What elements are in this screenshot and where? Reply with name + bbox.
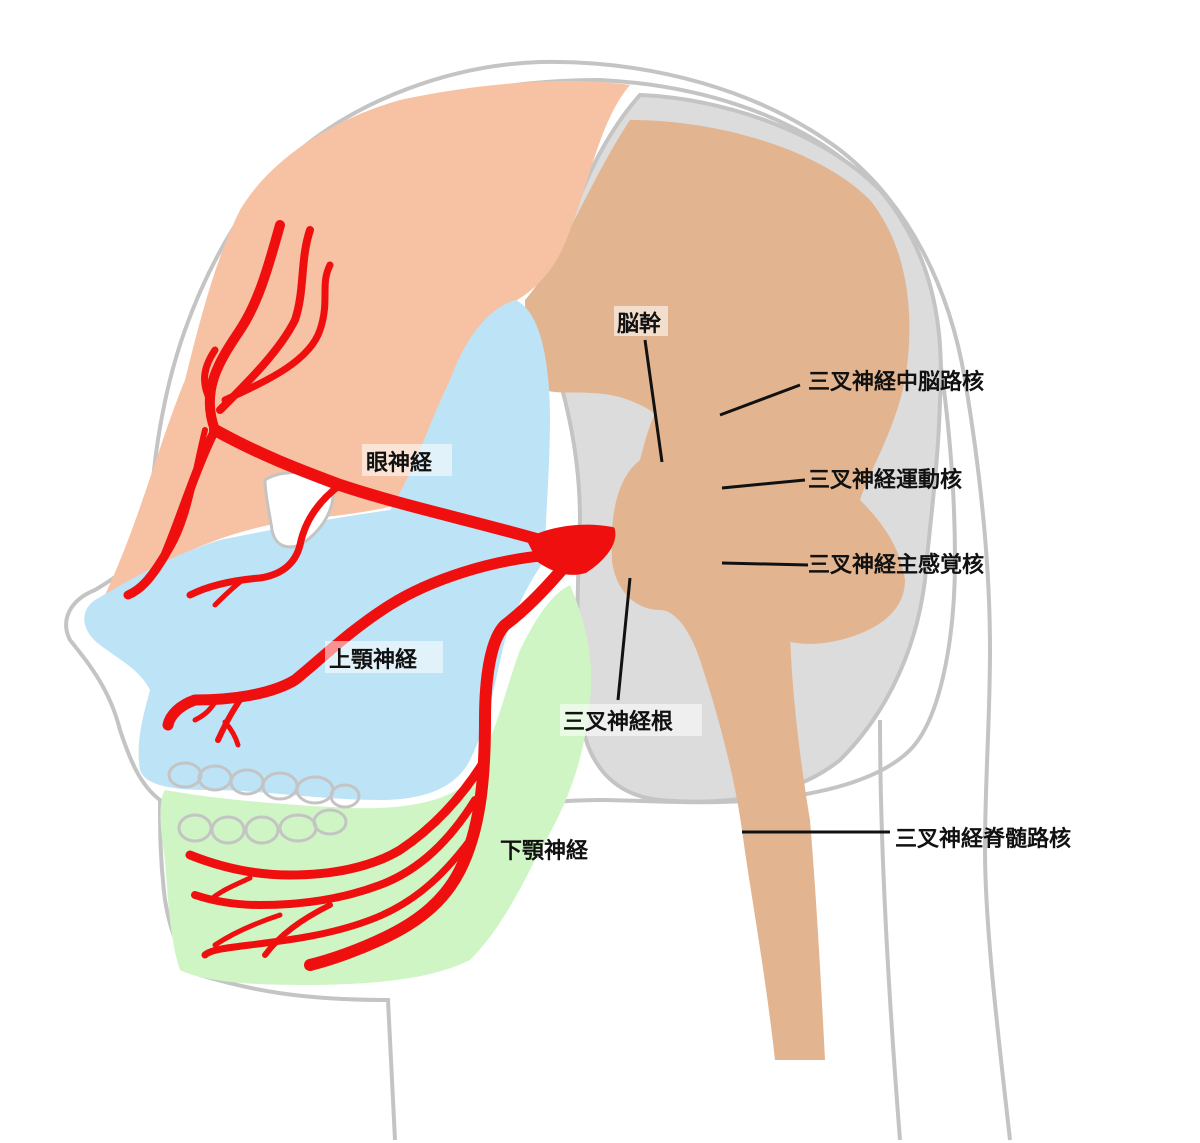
mandibular-nerve-trunk bbox=[304, 554, 576, 971]
label-motor-nucleus: 三叉神経運動核 bbox=[808, 467, 962, 493]
mandibular-region bbox=[160, 585, 592, 985]
maxillary-branch-3 bbox=[222, 719, 241, 748]
label-trigeminal-root: 三叉神経根 bbox=[560, 704, 702, 736]
ophthalmic-orbit-twig bbox=[212, 579, 243, 608]
mandibular-branch-5 bbox=[212, 912, 283, 948]
leader-lines bbox=[616, 339, 890, 834]
label-principal-sensory-nucleus: 三叉神経主感覚核 bbox=[808, 552, 984, 578]
label-ophthalmic-nerve: 眼神経 bbox=[362, 444, 452, 476]
trigeminal-nerves bbox=[123, 220, 616, 971]
upper-teeth bbox=[167, 761, 361, 809]
ophthalmic-orbit-branch bbox=[186, 481, 344, 599]
ophthalmic-region bbox=[105, 80, 630, 596]
ophthalmic-nerve-trunk bbox=[209, 424, 546, 546]
label-spinal-nucleus: 三叉神経脊髄路核 bbox=[895, 826, 1071, 852]
ophthalmic-branch-3 bbox=[221, 261, 334, 404]
leader-root bbox=[616, 577, 632, 701]
ophthalmic-branch-2 bbox=[216, 226, 314, 414]
mandibular-branch-3 bbox=[201, 836, 474, 959]
label-maxillary-nerve: 上顎神経 bbox=[325, 641, 443, 673]
leader-mesencephalic bbox=[719, 383, 801, 417]
mandibular-branch-1 bbox=[185, 755, 490, 880]
ophthalmic-branch-5 bbox=[147, 427, 208, 578]
brainstem-shape bbox=[611, 371, 825, 1060]
maxillary-nerve-trunk bbox=[162, 549, 556, 731]
label-brainstem-text: 脳幹 bbox=[617, 311, 662, 337]
label-ophthalmic-nerve-text: 眼神経 bbox=[366, 450, 433, 476]
maxillary-branch-1 bbox=[215, 697, 243, 743]
mandibular-branch-2 bbox=[191, 796, 479, 909]
leader-principal-sensory bbox=[721, 561, 809, 567]
label-mesencephalic-nucleus: 三叉神経中脳路核 bbox=[808, 369, 984, 395]
ophthalmic-branch-6 bbox=[201, 346, 219, 404]
label-brainstem: 脳幹 bbox=[614, 306, 668, 337]
leader-brainstem bbox=[643, 339, 664, 463]
maxillary-region bbox=[84, 300, 551, 800]
lower-teeth bbox=[177, 808, 348, 845]
leader-motor bbox=[721, 478, 806, 490]
mandibular-branch-6 bbox=[207, 875, 253, 903]
label-maxillary-nerve-text: 上顎神経 bbox=[329, 647, 418, 673]
mandibular-branch-4 bbox=[262, 902, 333, 958]
neck-line bbox=[878, 719, 902, 1141]
label-trigeminal-root-text: 三叉神経根 bbox=[563, 709, 673, 735]
label-mandibular-nerve: 下顎神経 bbox=[500, 838, 589, 864]
labels: 脳幹 三叉神経中脳路核 三叉神経運動核 三叉神経主感覚核 三叉神経根 三叉神経脊… bbox=[325, 306, 1071, 864]
maxillary-branch-2 bbox=[192, 699, 218, 723]
